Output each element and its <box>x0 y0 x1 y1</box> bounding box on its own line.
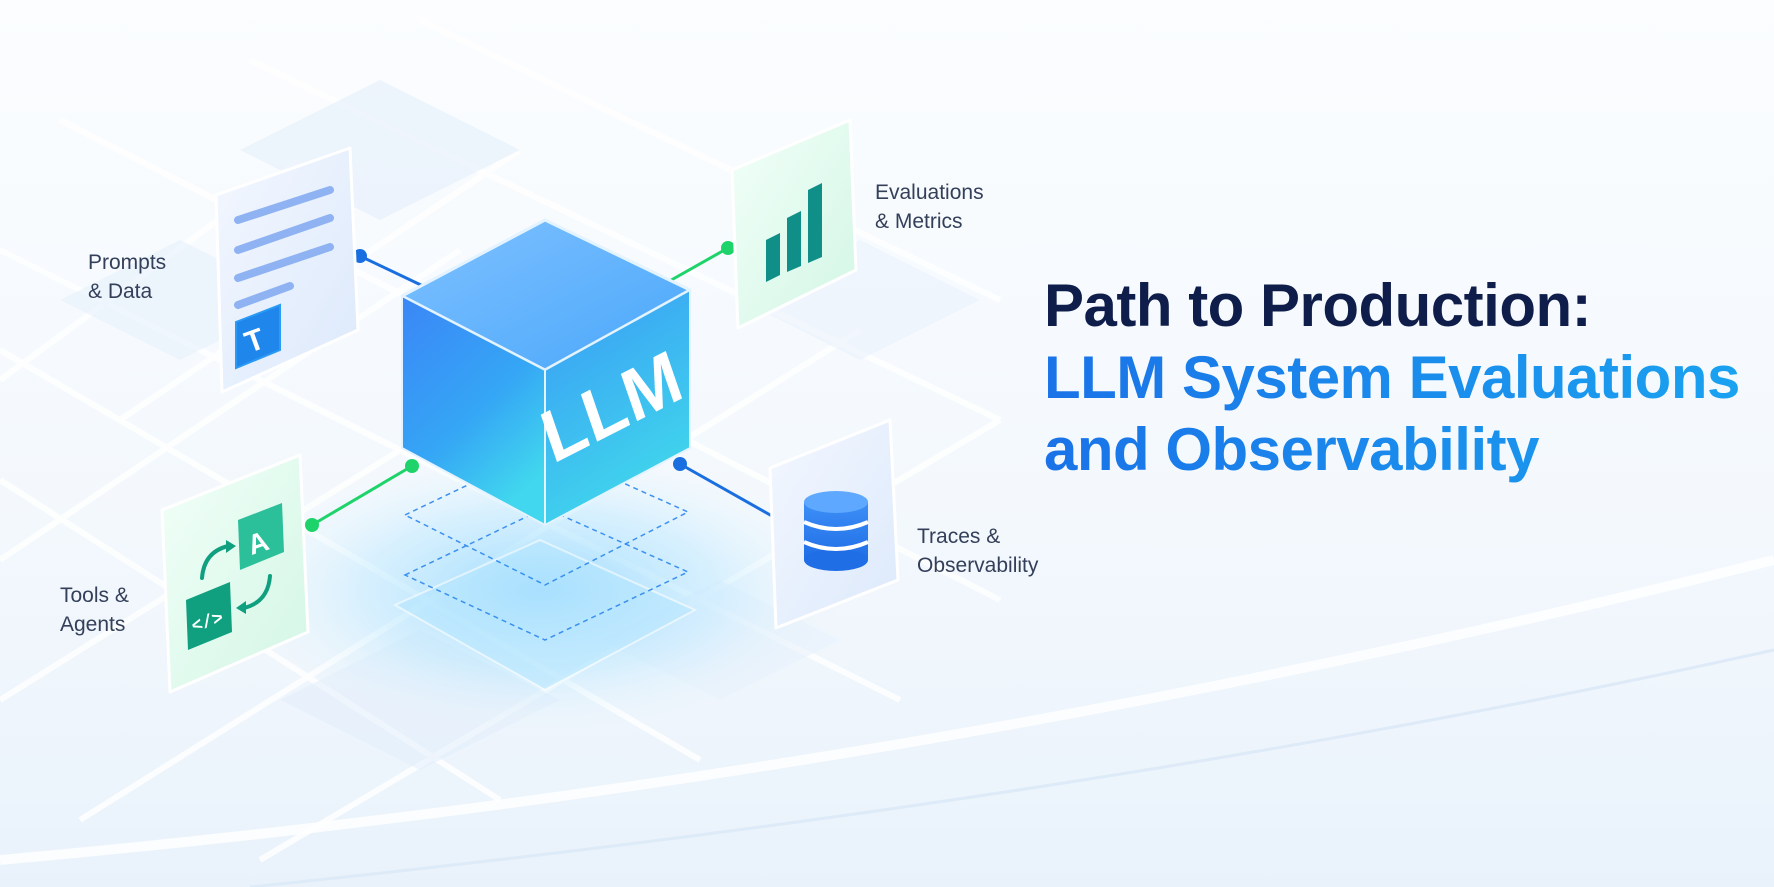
database-icon <box>803 491 869 571</box>
traces-observability-card <box>768 418 900 630</box>
prompts-data-label: Prompts & Data <box>88 251 167 303</box>
title-line-1: Path to Production: <box>1044 272 1592 339</box>
prompts-data-card: T <box>214 146 360 394</box>
decorative-curve <box>249 648 1774 887</box>
llm-cube: LLM <box>400 218 692 526</box>
connectors <box>305 241 773 532</box>
traces-observability-label: Traces & Observability <box>917 525 1039 577</box>
bar-chart-icon <box>766 183 822 282</box>
evaluations-metrics-card <box>730 118 858 330</box>
title-line-3: and Observability <box>1044 414 1764 486</box>
tools-agents-label: Tools & Agents <box>60 584 129 636</box>
evaluations-metrics-label: Evaluations & Metrics <box>875 181 984 233</box>
text-badge-icon: T <box>235 303 281 370</box>
agent-tools-icon: A </> <box>186 503 284 650</box>
tools-agents-card: A </> <box>160 453 310 694</box>
title-line-2: LLM System Evaluations <box>1044 342 1764 414</box>
page-title: Path to Production: LLM System Evaluatio… <box>1044 270 1764 486</box>
document-icon <box>234 186 334 309</box>
decorative-curve <box>0 555 1774 865</box>
